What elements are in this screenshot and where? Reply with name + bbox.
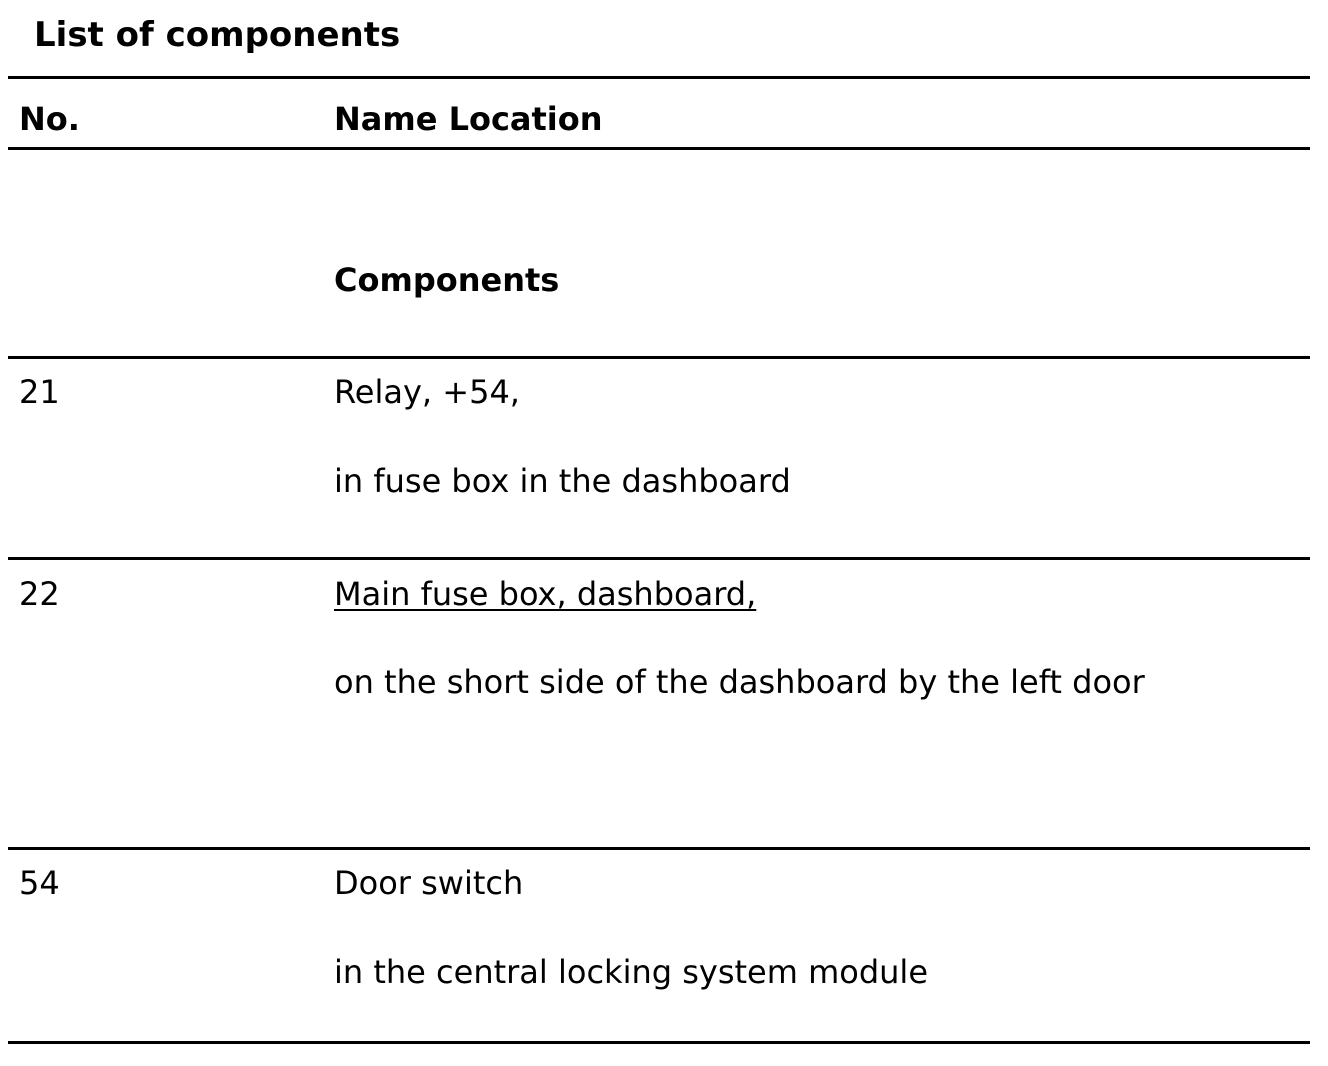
header-bottom-rule: [8, 147, 1310, 150]
page-title: List of components: [34, 15, 401, 55]
component-location: on the short side of the dashboard by th…: [334, 663, 1145, 701]
component-location: in fuse box in the dashboard: [334, 462, 791, 500]
column-header-name-location: Name Location: [334, 100, 603, 138]
component-name: Door switch: [334, 864, 524, 902]
component-name: Relay, +54,: [334, 373, 520, 411]
row-number: 22: [19, 575, 60, 613]
section-heading: Components: [334, 261, 560, 299]
component-name-link[interactable]: Main fuse box, dashboard,: [334, 575, 757, 613]
table-top-rule: [8, 76, 1310, 79]
row-divider: [8, 557, 1310, 560]
row-number: 21: [19, 373, 60, 411]
column-header-no: No.: [19, 100, 80, 138]
component-location: in the central locking system module: [334, 953, 928, 991]
row-number: 54: [19, 864, 60, 902]
table-bottom-rule: [8, 1041, 1310, 1044]
row-divider: [8, 847, 1310, 850]
row-divider: [8, 356, 1310, 359]
